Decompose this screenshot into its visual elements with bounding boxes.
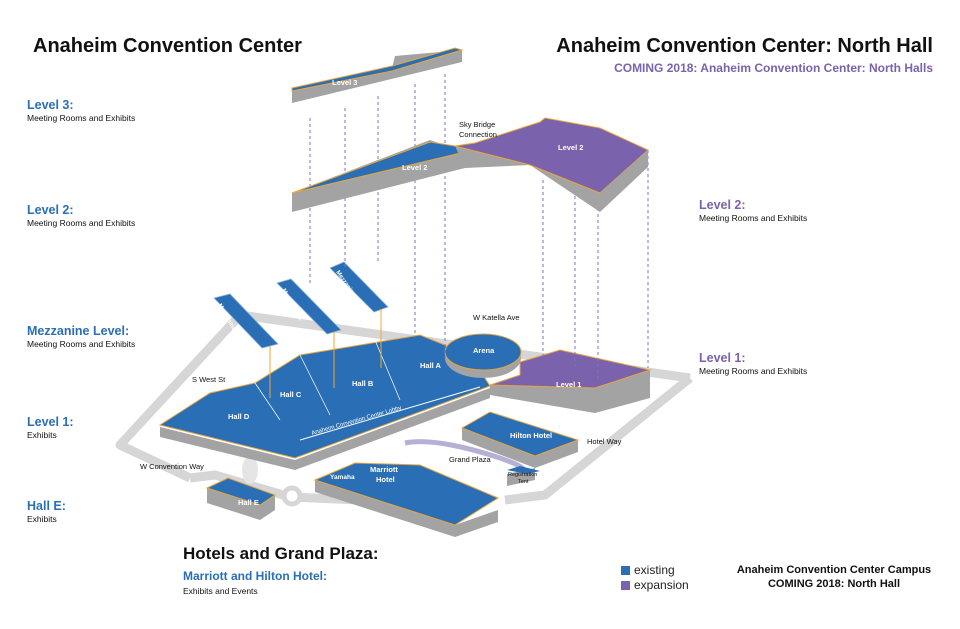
hotels-desc: Exhibits and Events [183, 586, 258, 596]
hilton-label: Hilton Hotel [510, 431, 552, 440]
main-level1-block [158, 334, 491, 470]
w-katella-label: W Katella Ave [473, 313, 520, 322]
north-level2-map-label: Level 2 [558, 143, 583, 152]
level-desc: Meeting Rooms and Exhibits [27, 218, 136, 228]
registration-label-2: Tent [518, 479, 529, 485]
level-name: Level 1: [27, 415, 74, 429]
hall-b-label: Hall B [352, 379, 374, 388]
registration-label-1: Registration [508, 472, 537, 478]
level-name: Level 3: [27, 98, 74, 112]
hilton-block [460, 411, 580, 468]
level-desc: Meeting Rooms and Exhibits [699, 366, 808, 376]
level3-legend: Level 3: Meeting Rooms and Exhibits [27, 98, 135, 123]
w-convention-road [189, 470, 361, 505]
hotels-title: Hotels and Grand Plaza: [183, 544, 379, 563]
marriott-block [313, 462, 500, 537]
left-title: Anaheim Convention Center [33, 35, 302, 57]
hall-c-label: Hall C [280, 390, 302, 399]
arena-label: Arena [473, 346, 495, 355]
level-desc: Exhibits [27, 430, 57, 440]
level-desc: Meeting Rooms and Exhibits [27, 339, 136, 349]
level-name: Hall E: [27, 499, 66, 513]
existing-swatch [621, 566, 630, 576]
mezzanine-strips [213, 261, 389, 398]
hotels-subtitle: Marriott and Hilton Hotel: [183, 569, 327, 583]
campus-line-2: COMING 2018: North Hall [767, 578, 901, 590]
north-level1-block [489, 349, 652, 413]
registration-tent [507, 466, 540, 486]
level2-map-label: Level 2 [402, 163, 427, 172]
right-title: Anaheim Convention Center: North Hall [556, 35, 933, 57]
expansion-swatch [621, 581, 630, 591]
hall-a-label: Hall A [420, 361, 442, 370]
mezzanine-legend: Mezzanine Level: Meeting Rooms and Exhib… [27, 324, 135, 349]
level-desc: Exhibits [27, 514, 57, 524]
legend-label: existing [634, 563, 675, 577]
level-name: Level 1: [699, 351, 746, 365]
level2-legend: Level 2: Meeting Rooms and Exhibits [27, 203, 135, 228]
hotel-way-label: Hotel Way [587, 437, 622, 446]
campus-note: Anaheim Convention Center Campus COMING … [734, 564, 934, 590]
level-desc: Meeting Rooms and Exhibits [699, 213, 808, 223]
s-west-road [115, 311, 244, 483]
legend-label: expansion [634, 578, 689, 592]
level1-legend: Level 1: Exhibits [27, 415, 74, 440]
hall-d-label: Hall D [228, 412, 250, 421]
grand-plaza-label: Grand Plaza [449, 455, 492, 464]
sky-bridge-label-2: Connection [459, 130, 497, 139]
hall-e-block [205, 477, 277, 520]
s-west-label: S West St [192, 375, 226, 384]
right-subtitle: COMING 2018: Anaheim Convention Center: … [614, 61, 933, 75]
marriott-label-2: Hotel [376, 475, 395, 484]
yamaha-label: Yamaha [330, 474, 355, 481]
hotel-way-road [504, 374, 693, 505]
stair-ramp [242, 456, 258, 484]
level-desc: Meeting Rooms and Exhibits [27, 113, 136, 123]
legend: existing expansion [621, 563, 689, 592]
level-name: Level 2: [27, 203, 74, 217]
level3-map-label: Level 3 [332, 78, 357, 87]
level2-block [291, 117, 649, 212]
north-level1-legend: Level 1: Meeting Rooms and Exhibits [699, 351, 807, 376]
roundabout [281, 485, 303, 507]
hall-e-label: Hall E [238, 498, 259, 507]
level-name: Mezzanine Level: [27, 324, 130, 338]
campus-line-1: Anaheim Convention Center Campus [736, 564, 932, 576]
north-level2-legend: Level 2: Meeting Rooms and Exhibits [699, 198, 807, 223]
w-convention-label: W Convention Way [140, 462, 204, 471]
north-level1-map-label: Level 1 [556, 380, 581, 389]
legend-existing: existing [621, 563, 689, 577]
marriott-label-1: Marriott [370, 465, 398, 474]
hall-e-legend: Hall E: Exhibits [27, 499, 66, 524]
arena-block [444, 333, 522, 378]
level3-block [291, 47, 464, 103]
level-name: Level 2: [699, 198, 746, 212]
legend-expansion: expansion [621, 578, 689, 592]
sky-bridge-label-1: Sky Bridge [459, 120, 495, 129]
